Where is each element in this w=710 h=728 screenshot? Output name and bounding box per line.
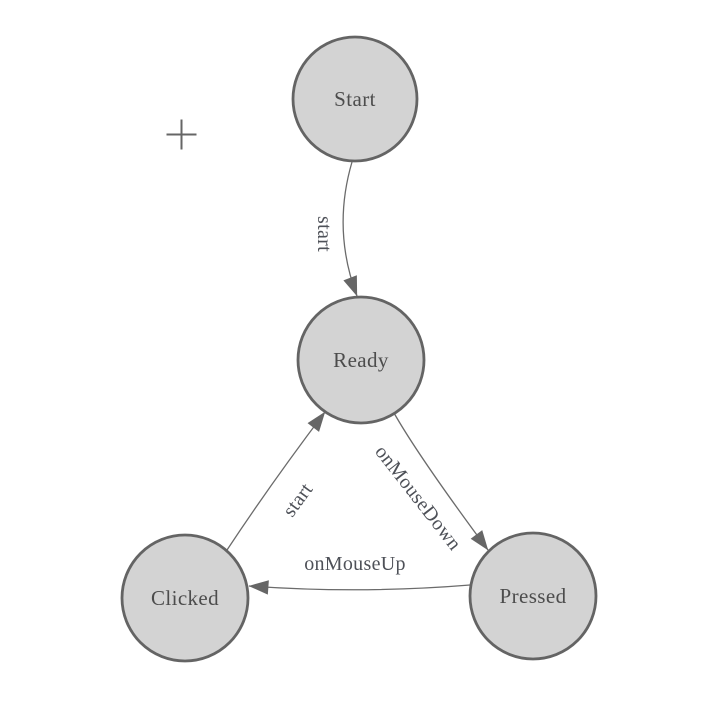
state-circle-start	[291, 35, 419, 163]
state-node-start[interactable]: Start	[291, 35, 419, 163]
state-label-clicked: Clicked	[151, 586, 219, 610]
edge-line-start-to-ready[interactable]	[342, 161, 358, 297]
state-node-pressed[interactable]: Pressed	[468, 531, 598, 661]
state-circle-ready	[296, 295, 426, 425]
transition-edge-start-to-ready[interactable]: start	[313, 161, 358, 297]
edge-label-start-to-ready[interactable]: start	[313, 216, 335, 252]
state-circle-clicked	[120, 533, 250, 663]
edge-label-clicked-to-ready[interactable]: start	[279, 479, 318, 521]
state-label-pressed: Pressed	[500, 584, 567, 608]
state-node-ready[interactable]: Ready	[296, 295, 426, 425]
cursor-layer	[166, 119, 197, 150]
edge-line-pressed-to-clicked[interactable]	[248, 580, 471, 595]
edge-label-pressed-to-clicked[interactable]: onMouseUp	[304, 553, 406, 575]
transition-edge-ready-to-pressed[interactable]: onMouseDown	[370, 412, 489, 555]
transition-edge-pressed-to-clicked[interactable]: onMouseUp	[248, 553, 471, 595]
transition-edge-clicked-to-ready[interactable]: start	[226, 411, 326, 551]
state-node-clicked[interactable]: Clicked	[120, 533, 250, 663]
state-label-ready: Ready	[333, 348, 389, 372]
edge-line-ready-to-pressed[interactable]	[393, 412, 489, 551]
crosshair-plus-icon	[166, 119, 197, 150]
edge-line-clicked-to-ready[interactable]	[226, 411, 326, 551]
state-circle-pressed	[468, 531, 598, 661]
edge-label-ready-to-pressed[interactable]: onMouseDown	[370, 441, 465, 554]
state-label-start: Start	[334, 87, 376, 111]
